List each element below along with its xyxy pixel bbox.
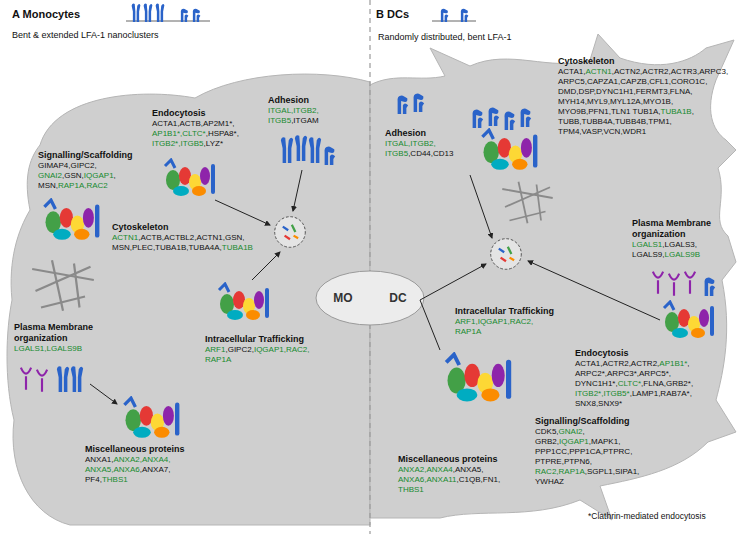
nucleus-label: DC: [389, 291, 406, 305]
gene-list: ANXA2,ANXA4,ANXA5, ANXA6,ANXA11,C1QB,FN1…: [398, 465, 500, 495]
category-heading: Miscellaneous proteins: [85, 444, 185, 455]
shared-gene: THBS1: [102, 475, 128, 484]
protein-category: EndocytosisACTA1,ACTB,AP2M1*, AP1B1*,CLT…: [152, 108, 239, 149]
panel-subtitle: Bent & extended LFA-1 nanoclusters: [12, 30, 159, 40]
gene-name: ,ANXA5,: [453, 465, 484, 474]
category-heading: Signalling/Scaffolding: [535, 416, 639, 427]
shared-gene: CLTC*: [618, 379, 641, 388]
shared-gene: ITGB2*,ITGB5: [152, 139, 204, 148]
gene-name: GIMAP4,GIPC2,: [38, 161, 97, 170]
gene-list: LGALS1,LGALS3, LGALS9,LGALS9B: [632, 240, 700, 260]
gene-name: ,GIPC2,: [225, 345, 253, 354]
category-heading: Intracellular Trafficking: [205, 334, 309, 345]
shared-gene: AP1B1*: [659, 359, 687, 368]
shared-gene: LGALS1,LGALS9B: [14, 344, 82, 353]
shared-gene: ITGB2*,ITGB5*: [575, 389, 630, 398]
protein-category: CytoskeletonACTN1,ACTB,ACTBL2,ACTN1,GSN,…: [112, 222, 253, 253]
category-heading: Adhesion: [385, 128, 453, 139]
protein-category: Plasma Membrane organizationLGALS1,LGALS…: [14, 322, 102, 354]
protein-category: Intracellular TraffickingARF1,GIPC2,IQGA…: [205, 334, 309, 365]
gene-name: ACTA1,ACTB,AP2M1*,: [152, 119, 235, 128]
protein-category: Signalling/ScaffoldingGIMAP4,GIPC2, GNAI…: [38, 150, 133, 191]
shared-gene: IQGAP1: [84, 171, 114, 180]
nucleus: MO DC: [315, 270, 425, 326]
protein-category: Plasma Membrane organizationLGALS1,LGALS…: [632, 218, 727, 260]
footnote: *Clathrin-mediated endocytosis: [588, 511, 706, 521]
category-heading: Cytoskeleton: [112, 222, 253, 233]
protein-category: Signalling/ScaffoldingCDK5,GNAI2, GRB2,I…: [535, 416, 639, 487]
gene-name: CDK5,: [535, 427, 559, 436]
gene-name: ACTA1,: [558, 67, 585, 76]
protein-category: EndocytosisACTA1,ACTR2,ACTR2,AP1B1*, ARP…: [575, 348, 693, 409]
gene-list: ACTN1,ACTB,ACTBL2,ACTN1,GSN, MSN,PLEC,TU…: [112, 233, 253, 253]
shared-gene: TUBA1B: [222, 243, 253, 252]
panel-subtitle: Randomly distributed, bent LFA-1: [378, 32, 512, 42]
shared-gene: ACTN1: [112, 233, 138, 242]
label-holder: *Clathrin-mediated endocytosis: [588, 505, 706, 523]
gene-name: MYO9B,PFN1,TLN1 TUB1A,: [558, 107, 661, 116]
protein-category: AdhesionITGAL,ITGB2, ITGB5,ITGAM: [268, 95, 319, 126]
protein-category: Miscellaneous proteinsANXA1,ANXA2,ANXA4,…: [85, 444, 185, 485]
shared-gene: ARF1: [205, 345, 225, 354]
gene-name: ,GSN,: [62, 171, 84, 180]
cell-body: A MonocytesSignalling/ScaffoldingGIMAP4,…: [8, 60, 370, 525]
gene-name: ,FLNA,GRB2*,: [641, 379, 693, 388]
shared-gene: AP1B1*,CLTC*: [152, 129, 206, 138]
gene-name: ANXA1,: [85, 455, 113, 464]
label-holder: Bent & extended LFA-1 nanoclusters: [12, 24, 159, 42]
protein-category: CytoskeletonACTA1,ACTN1,ACTN2,ACTR2,ACTR…: [558, 56, 728, 137]
category-heading: Signalling/Scaffolding: [38, 150, 133, 161]
category-heading: Plasma Membrane organization: [632, 218, 727, 240]
gene-list: CDK5,GNAI2, GRB2,IQGAP1,MAPK1, PPP1CC,PP…: [535, 427, 639, 487]
category-heading: Cytoskeleton: [558, 56, 728, 67]
gene-name: ACTA1,ACTR2,ACTR2,: [575, 359, 659, 368]
panel-title: A Monocytes: [12, 8, 374, 21]
cell-outline: [370, 30, 736, 520]
shared-gene: LGALS1: [632, 240, 662, 249]
gene-list: ITGAL,ITGB2, ITGB5,CD44,CD13: [385, 139, 453, 159]
shared-gene: ARF1,IQGAP1,RAC2, RAP1A: [455, 317, 533, 336]
category-heading: Plasma Membrane organization: [14, 322, 102, 344]
gene-name: ,LYZ*: [204, 139, 223, 148]
label-holder: Randomly distributed, bent LFA-1: [378, 26, 512, 44]
shared-gene: RAP1A,RAC2: [58, 181, 108, 190]
category-heading: Intracellular Trafficking: [455, 306, 554, 317]
shared-gene: TUBA1B: [661, 107, 692, 116]
protein-category: Intracellular TraffickingARF1,IQGAP1,RAC…: [455, 306, 554, 337]
panel-title: B DCs: [376, 8, 739, 21]
shared-gene: THBS1: [398, 485, 424, 494]
gene-list: ANXA1,ANXA2,ANXA4, ANXA5,ANXA6,ANXA7, PF…: [85, 455, 170, 485]
category-heading: Adhesion: [268, 95, 319, 106]
shared-gene: ANXA6,ANXA11: [398, 475, 457, 484]
shared-gene: ACTN1: [585, 67, 611, 76]
nucleus-outline: [315, 270, 425, 326]
gene-list: ARF1,IQGAP1,RAC2, RAP1A: [455, 317, 533, 337]
shared-gene: GNAI2: [38, 171, 62, 180]
shared-gene: GNAI2: [559, 427, 583, 436]
gene-list: ARF1,GIPC2,IQGAP1,RAC2, RAP1A: [205, 345, 309, 365]
gene-name: ,C1QB,FN1,: [457, 475, 501, 484]
category-heading: Miscellaneous proteins: [398, 454, 500, 465]
gene-name: ,CD44,CD13: [408, 149, 453, 158]
gene-list: ITGAL,ITGB2, ITGB5,ITGAM: [268, 106, 319, 126]
nucleus-label: MO: [333, 291, 352, 305]
shared-gene: LGALS9B: [664, 250, 700, 259]
cell-body: B DCsCytoskeletonACTA1,ACTN1,ACTN2,ACTR2…: [370, 30, 736, 520]
shared-gene: IQGAP1: [559, 437, 589, 446]
gene-list: ACTA1,ACTB,AP2M1*, AP1B1*,CLTC*,HSPA8*, …: [152, 119, 239, 149]
gene-name: ,ITGAM: [291, 116, 319, 125]
gene-name: ,HSPA8*,: [206, 129, 239, 138]
category-heading: Endocytosis: [152, 108, 239, 119]
category-heading: Endocytosis: [575, 348, 693, 359]
shared-gene: ANXA2,ANXA4: [398, 465, 453, 474]
protein-category: AdhesionITGAL,ITGB2, ITGB5,CD44,CD13: [385, 128, 453, 159]
gene-list: ACTA1,ACTR2,ACTR2,AP1B1*, ARPC2*,ARPC3*,…: [575, 359, 693, 409]
gene-list: LGALS1,LGALS9B: [14, 344, 82, 354]
gene-list: ACTA1,ACTN1,ACTN2,ACTR2,ACTR3,ARPC3, ARP…: [558, 67, 728, 137]
gene-list: GIMAP4,GIPC2, GNAI2,GSN,IQGAP1, MSN,RAP1…: [38, 161, 116, 191]
protein-category: Miscellaneous proteinsANXA2,ANXA4,ANXA5,…: [398, 454, 500, 495]
shared-gene: RAC2,RAP1A: [535, 467, 585, 476]
